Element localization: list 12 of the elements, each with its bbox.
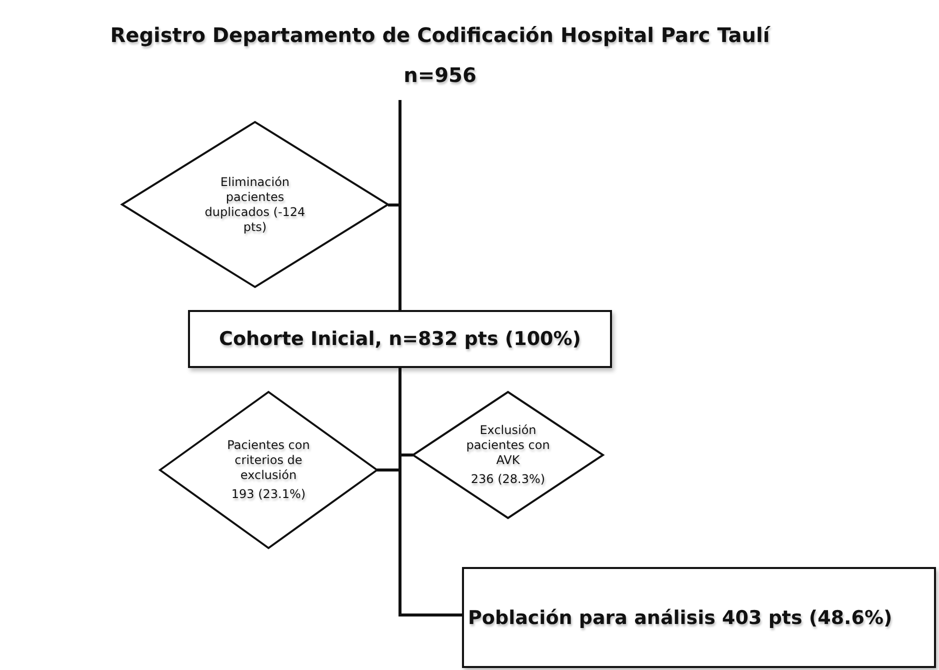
box-text: Eliminación pacientes duplicados (-124 pts) (204, 174, 306, 234)
process-box (462, 567, 936, 668)
box-text: 236 (28.3%) (470, 472, 546, 487)
box-text: Exclusión pacientes con AVK (465, 423, 551, 468)
box-text: Cohorte Inicial, n=832 pts (100%) (219, 328, 581, 350)
connector-line (398, 368, 462, 616)
box-text: Población para análisis 403 pts (48.6%) (468, 606, 892, 628)
heading: Registro Departamento de Codificación Hospital Parc Taulí (110, 23, 770, 47)
heading: n=956 (404, 63, 476, 87)
box-text: Pacientes con criterios de exclusión (226, 438, 311, 483)
process-box (188, 310, 612, 368)
box-text: 193 (23.1%) (231, 487, 306, 502)
